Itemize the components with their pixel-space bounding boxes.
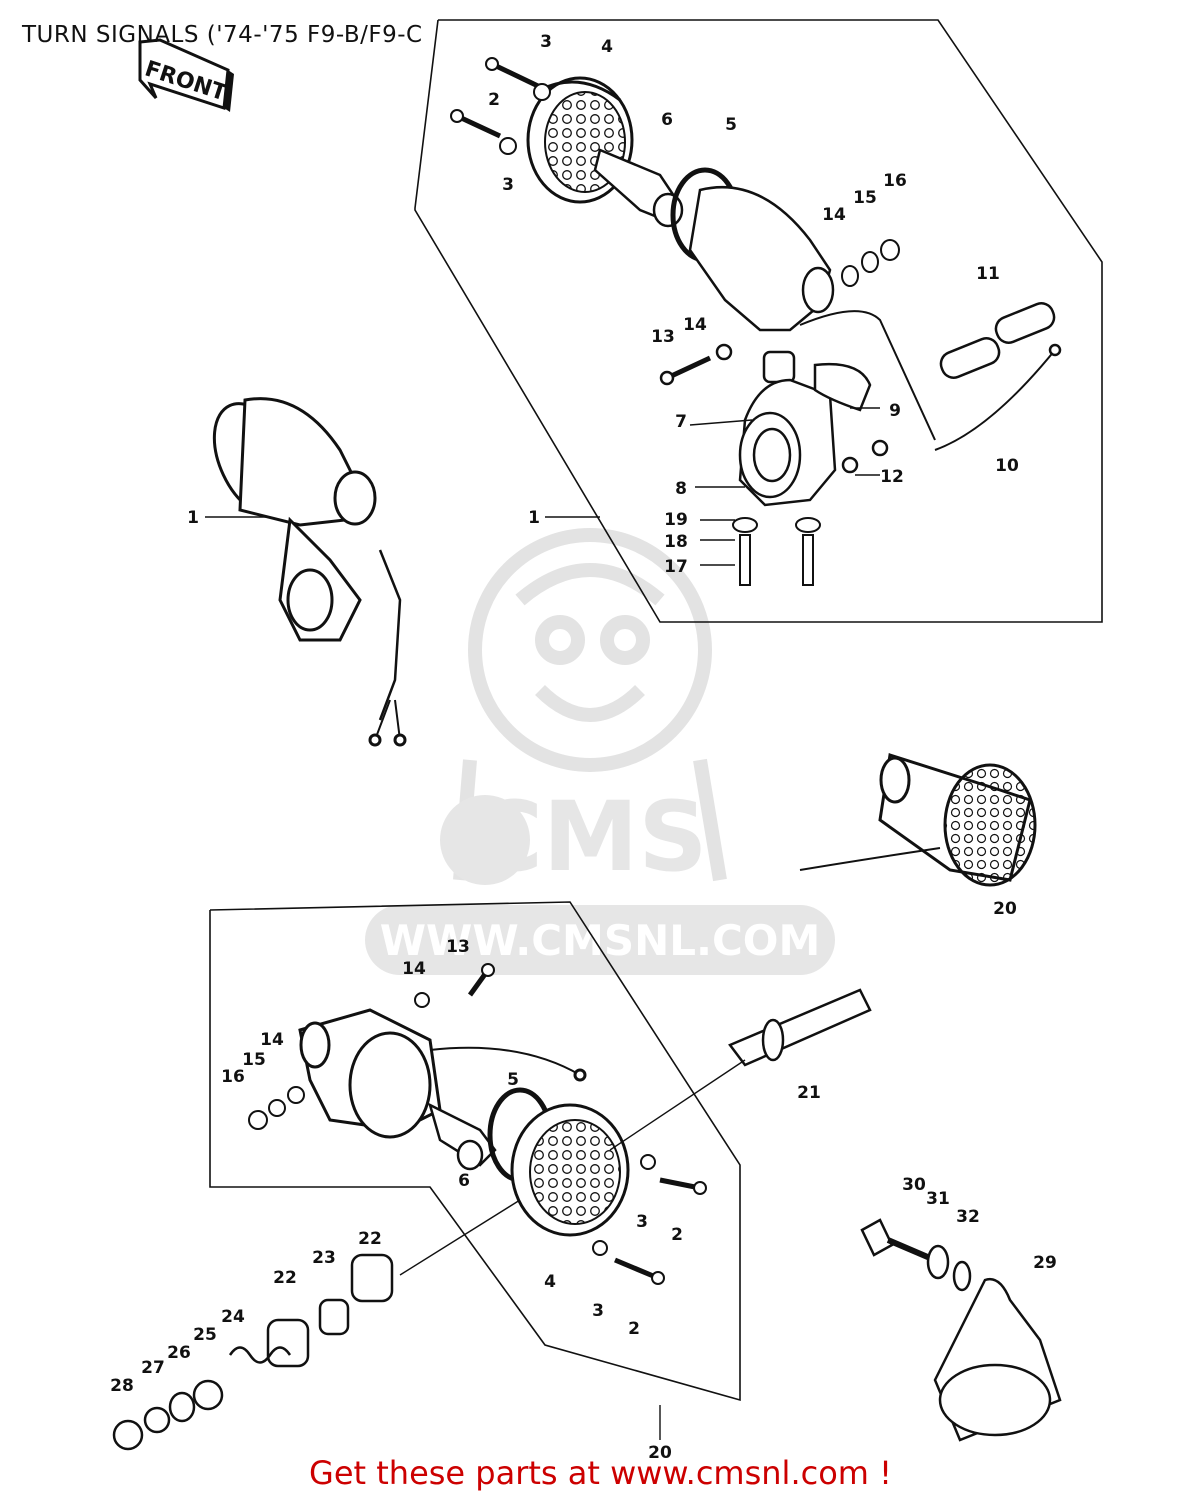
callout-13: 13: [651, 327, 675, 347]
upper-bracket: [659, 343, 889, 507]
callout-21: 21: [797, 1083, 821, 1103]
callout-5: 5: [725, 115, 737, 135]
callout-10: 10: [995, 456, 1019, 476]
callout-24: 24: [221, 1307, 245, 1327]
lower-assembly-frame: [209, 901, 741, 1402]
assembled-signal-right: [799, 753, 1037, 887]
callout-12: 12: [880, 467, 904, 487]
callout-2: 2: [671, 1225, 683, 1245]
callout-31: 31: [926, 1189, 950, 1209]
callout-28: 28: [110, 1376, 134, 1396]
callout-3: 3: [592, 1301, 604, 1321]
callout-3: 3: [502, 175, 514, 195]
callout-5: 5: [507, 1070, 519, 1090]
callout-16: 16: [221, 1067, 245, 1087]
callout-22: 22: [273, 1268, 297, 1288]
cta-link[interactable]: Get these parts at www.cmsnl.com !: [309, 1454, 892, 1492]
callout-7: 7: [675, 412, 687, 432]
callout-2: 2: [488, 90, 500, 110]
callout-1: 1: [528, 508, 540, 528]
callout-32: 32: [956, 1207, 980, 1227]
callout-30: 30: [902, 1175, 926, 1195]
lower-screws: [248, 963, 707, 1285]
watermark: CMS WWW.CMSNL.COM: [365, 528, 835, 975]
upper-grommets: [934, 302, 1062, 451]
callout-13: 13: [446, 937, 470, 957]
callout-22: 22: [358, 1229, 382, 1249]
callout-19: 19: [664, 510, 688, 530]
callout-17: 17: [664, 557, 688, 577]
callout-6: 6: [661, 110, 673, 130]
callout-14: 14: [402, 959, 426, 979]
front-arrow-badge: FRONT: [138, 38, 234, 112]
callout-11: 11: [976, 264, 1000, 284]
callout-14: 14: [260, 1030, 284, 1050]
end-cap-assembly: [860, 1218, 1062, 1442]
callout-14: 14: [822, 205, 846, 225]
callout-14: 14: [683, 315, 707, 335]
callout-labels: 1 1 2 2 2 3 3 3 3 4 4 5 5 6 6 7 8 9 10 1…: [110, 32, 1057, 1463]
callout-20: 20: [993, 899, 1017, 919]
lower-stack: [112, 1199, 521, 1451]
watermark-url: WWW.CMSNL.COM: [380, 916, 821, 965]
callout-16: 16: [883, 171, 907, 191]
leader-lines: [205, 407, 880, 1440]
callout-4: 4: [544, 1272, 556, 1292]
upper-assembly-frame: [414, 19, 1103, 623]
mount-pipe: [609, 988, 872, 1151]
callout-9: 9: [889, 401, 901, 421]
callout-23: 23: [312, 1248, 336, 1268]
callout-6: 6: [458, 1171, 470, 1191]
callout-3: 3: [636, 1212, 648, 1232]
callout-20: 20: [648, 1443, 672, 1463]
upper-housing: [688, 185, 936, 441]
upper-nuts: [841, 239, 900, 287]
callout-15: 15: [242, 1050, 266, 1070]
callout-25: 25: [193, 1325, 217, 1345]
callout-29: 29: [1033, 1253, 1057, 1273]
callout-26: 26: [167, 1343, 191, 1363]
upper-screws: [450, 57, 551, 155]
lower-bulb: [428, 1102, 497, 1171]
watermark-logo: CMS: [472, 781, 707, 893]
lower-housing: [298, 1008, 587, 1139]
callout-2: 2: [628, 1319, 640, 1339]
callout-3: 3: [540, 32, 552, 52]
assembled-signal-left: [212, 397, 407, 747]
diagram-title: TURN SIGNALS ('74-'75 F9-B/F9-C: [22, 22, 423, 48]
callout-8: 8: [675, 479, 687, 499]
callout-4: 4: [601, 37, 613, 57]
callout-18: 18: [664, 532, 688, 552]
upper-bolts: [732, 517, 821, 586]
callout-1: 1: [187, 508, 199, 528]
callout-15: 15: [853, 188, 877, 208]
callout-27: 27: [141, 1358, 165, 1378]
lower-lens: [510, 1103, 630, 1237]
